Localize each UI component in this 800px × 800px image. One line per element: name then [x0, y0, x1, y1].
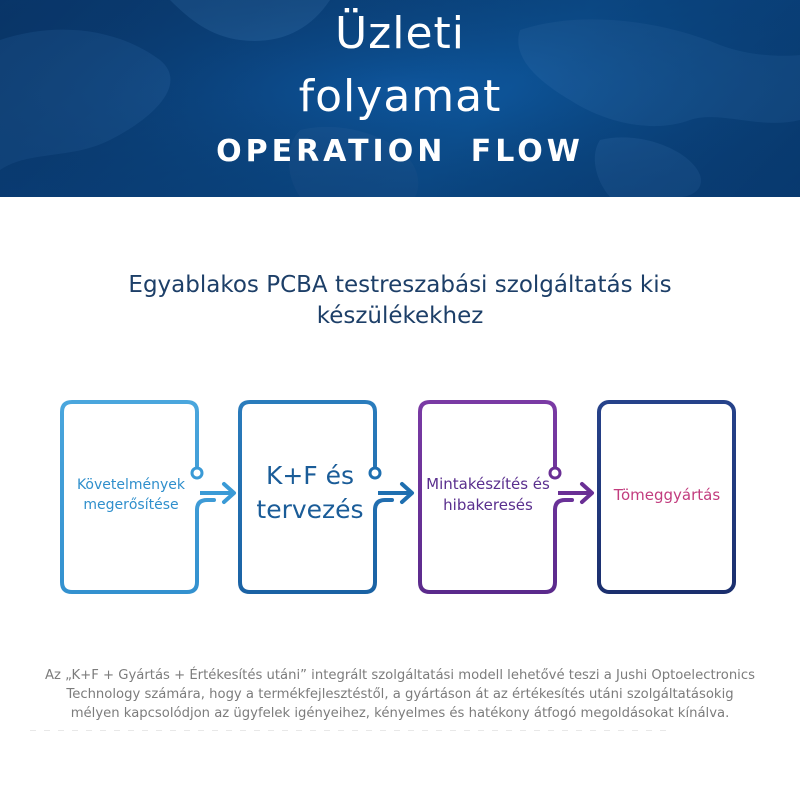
page-title-line2: folyamat [298, 71, 502, 122]
step-label-mass-production: Tömeggyártás [613, 486, 721, 504]
step-box-1 [60, 400, 216, 594]
flow-arrow-1 [200, 482, 236, 504]
flow-arrow-3 [558, 482, 594, 504]
footer-divider [30, 730, 670, 731]
process-flow-graphic [60, 400, 736, 594]
step-box-2 [238, 400, 394, 594]
page-title-english: OPERATION FLOW [216, 134, 584, 169]
process-flow: Követelmények megerősítése K+F és tervez… [0, 390, 800, 605]
header-banner: Üzleti folyamat OPERATION FLOW [0, 0, 800, 197]
step-box-3 [418, 400, 574, 594]
step-label-rnd-design: K+F és tervezés [256, 461, 364, 524]
footer-description: Az „K+F + Gyártás + Értékesítés utáni” i… [45, 668, 755, 721]
step-box-4 [597, 400, 736, 594]
flow-arrow-2 [378, 482, 414, 504]
world-map-background [0, 0, 800, 197]
step-label-sampling-debugging: Mintakészítés és hibakeresés [426, 475, 550, 514]
section-subtitle: Egyablakos PCBA testreszabási szolgáltat… [128, 272, 672, 329]
page-title-line1: Üzleti [334, 8, 466, 59]
step-label-requirements: Követelmények megerősítése [76, 477, 186, 513]
